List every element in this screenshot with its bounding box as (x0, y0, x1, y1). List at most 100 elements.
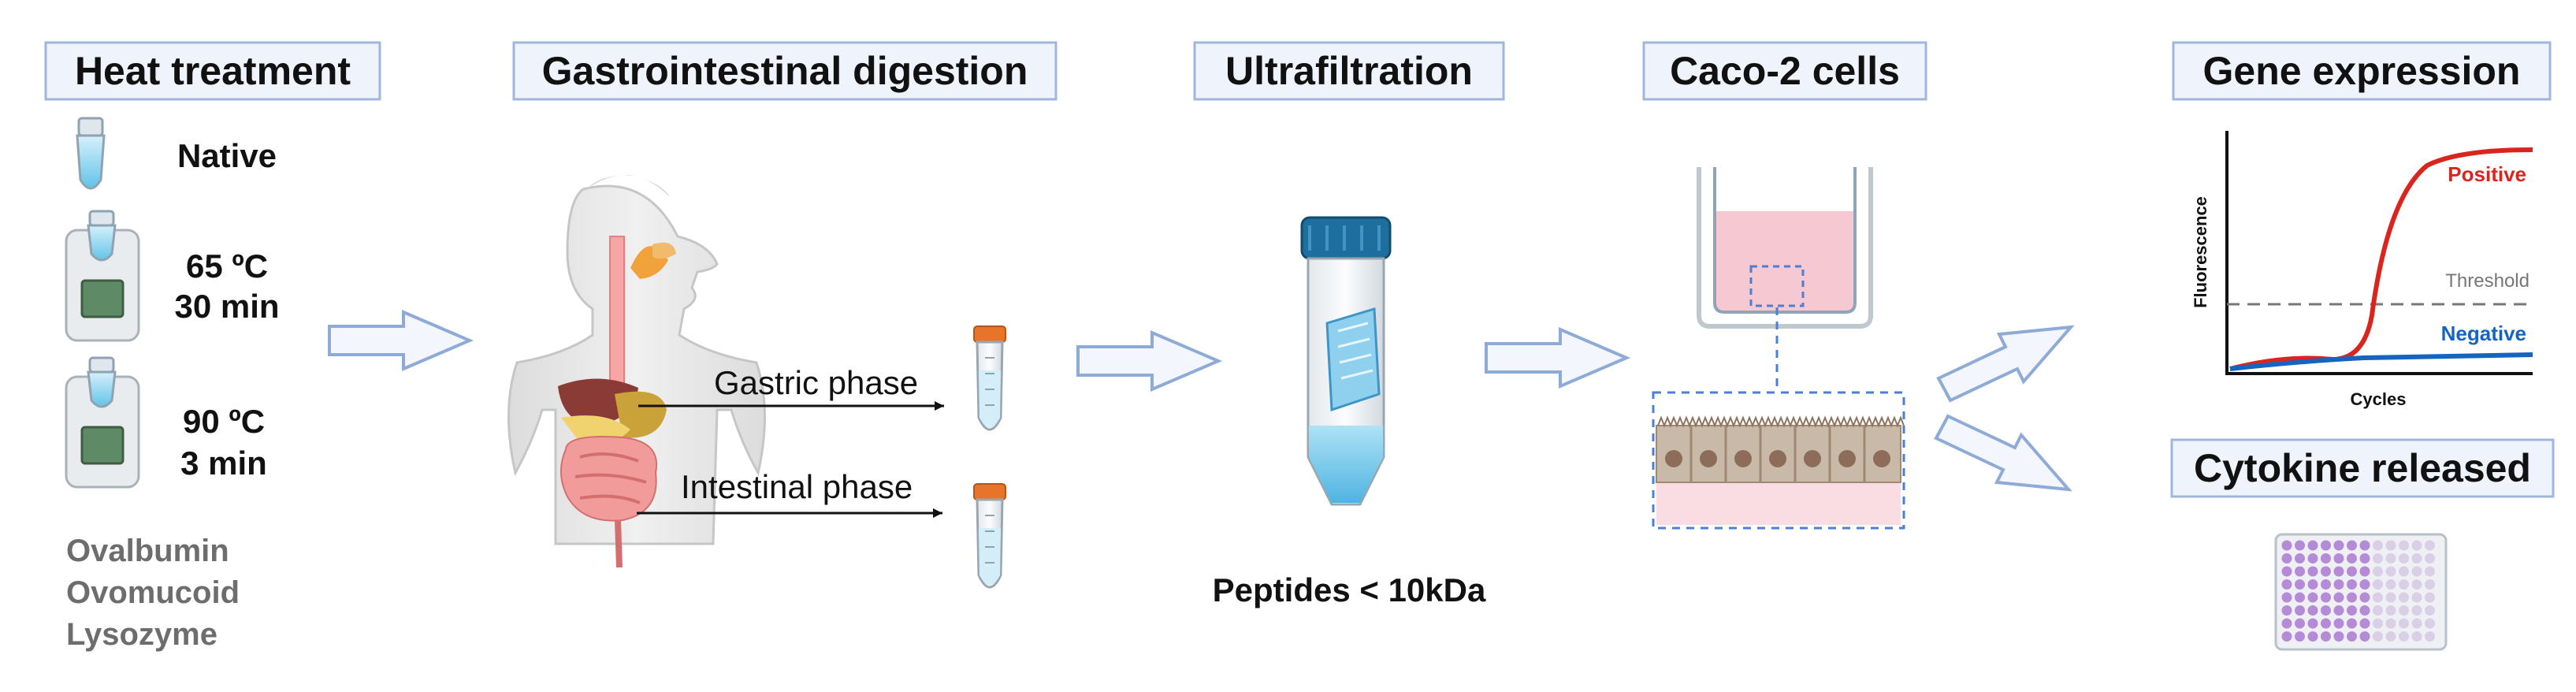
plate-well (2295, 618, 2305, 629)
intestinal-pointer-head (933, 508, 942, 518)
flow-arrow-1-icon (328, 309, 474, 372)
plate-well (2359, 566, 2370, 577)
condition-65-time: 30 min (174, 288, 279, 325)
plate-well (2347, 579, 2357, 590)
plate-well (2385, 579, 2396, 590)
plate-well (2347, 605, 2357, 616)
plate-well (2373, 605, 2383, 616)
plate-well (2359, 592, 2370, 603)
plate-well (2321, 592, 2331, 603)
flow-arrow-2-icon (1076, 329, 1223, 393)
condition-65-temp: 65 ºC (186, 247, 268, 285)
plate-well (2307, 540, 2318, 551)
plate-well (2385, 592, 2396, 603)
plate-well (2373, 618, 2383, 629)
gi-digestion-title: Gastrointestinal digestion (542, 49, 1028, 93)
flow-arrow-down-icon (1934, 414, 2072, 492)
plate-well (2295, 553, 2305, 564)
positive-label: Positive (2448, 162, 2526, 186)
plate-well (2385, 540, 2396, 551)
plate-well (2281, 631, 2292, 642)
intestinal-phase-label: Intestinal phase (681, 468, 913, 505)
heading-gene-expression: Gene expression (2172, 41, 2552, 101)
plate-well (2333, 579, 2344, 590)
plate-well (2399, 553, 2409, 564)
well-plate-icon (2274, 533, 2448, 651)
plate-well (2411, 540, 2422, 551)
pcr-amplification-chart: Fluorescence Cycles Threshold Positive N… (2191, 131, 2533, 409)
plate-well (2307, 592, 2318, 603)
plate-well (2373, 566, 2383, 577)
plate-well (2425, 631, 2435, 642)
heading-heat-treatment: Heat treatment (44, 41, 381, 101)
flow-arrow-3-icon (1485, 326, 1631, 389)
plate-well (2399, 540, 2409, 551)
plate-well (2385, 631, 2396, 642)
gastric-sample-tube-icon (973, 326, 1006, 431)
protein-lysozyme: Lysozyme (66, 617, 217, 652)
plate-well (2373, 579, 2383, 590)
heat-block-65-icon (65, 210, 140, 342)
plate-well (2333, 618, 2344, 629)
negative-label: Negative (2441, 322, 2526, 345)
plate-well (2281, 553, 2292, 564)
plate-well (2333, 592, 2344, 603)
plate-well (2333, 605, 2344, 616)
plate-well (2347, 540, 2357, 551)
plate-well (2399, 618, 2409, 629)
condition-90-time: 3 min (180, 445, 267, 482)
gastric-phase-label: Gastric phase (714, 364, 918, 401)
condition-native-label: Native (177, 137, 277, 174)
plate-well (2425, 618, 2435, 629)
heading-ultrafiltration: Ultrafiltration (1193, 41, 1505, 101)
protein-ovalbumin: Ovalbumin (66, 534, 229, 568)
plate-well (2411, 566, 2422, 577)
plate-well (2307, 631, 2318, 642)
chart-xlabel: Cycles (2351, 389, 2407, 409)
heading-caco2: Caco-2 cells (1642, 41, 1927, 101)
plate-well (2359, 605, 2370, 616)
intestinal-sample-tube-icon (973, 483, 1006, 589)
plate-well (2385, 553, 2396, 564)
heat-block-90-icon (65, 356, 140, 489)
plate-well (2399, 605, 2409, 616)
plate-well (2307, 566, 2318, 577)
cytokine-title: Cytokine released (2194, 446, 2531, 490)
plate-well (2385, 618, 2396, 629)
plate-well (2347, 566, 2357, 577)
plate-well (2347, 631, 2357, 642)
chart-ylabel: Fluorescence (2191, 196, 2210, 308)
positive-curve (2229, 147, 2533, 371)
plate-well (2281, 605, 2292, 616)
transwell-insert-icon (1697, 167, 1873, 329)
plate-well (2347, 553, 2357, 564)
plate-well (2321, 566, 2331, 577)
threshold-label: Threshold (2445, 270, 2530, 292)
ultrafiltration-title: Ultrafiltration (1225, 49, 1473, 93)
plate-well (2321, 553, 2331, 564)
plate-well (2333, 540, 2344, 551)
cell-monolayer-icon (1652, 391, 1905, 530)
plate-well (2281, 618, 2292, 629)
negative-curve (2229, 352, 2533, 371)
plate-well (2321, 540, 2331, 551)
plate-well (2347, 592, 2357, 603)
native-tube-icon (76, 117, 106, 190)
plate-well (2307, 553, 2318, 564)
plate-well (2321, 631, 2331, 642)
plate-well (2281, 592, 2292, 603)
plate-well (2425, 605, 2435, 616)
plate-well (2333, 566, 2344, 577)
plate-well (2425, 592, 2435, 603)
plate-well (2321, 618, 2331, 629)
plate-well (2295, 605, 2305, 616)
plate-well (2425, 566, 2435, 577)
heading-gi-digestion: Gastrointestinal digestion (512, 41, 1058, 101)
plate-well (2347, 618, 2357, 629)
plate-well (2373, 592, 2383, 603)
plate-well (2359, 618, 2370, 629)
plate-well (2411, 631, 2422, 642)
plate-well (2281, 540, 2292, 551)
plate-well (2307, 618, 2318, 629)
